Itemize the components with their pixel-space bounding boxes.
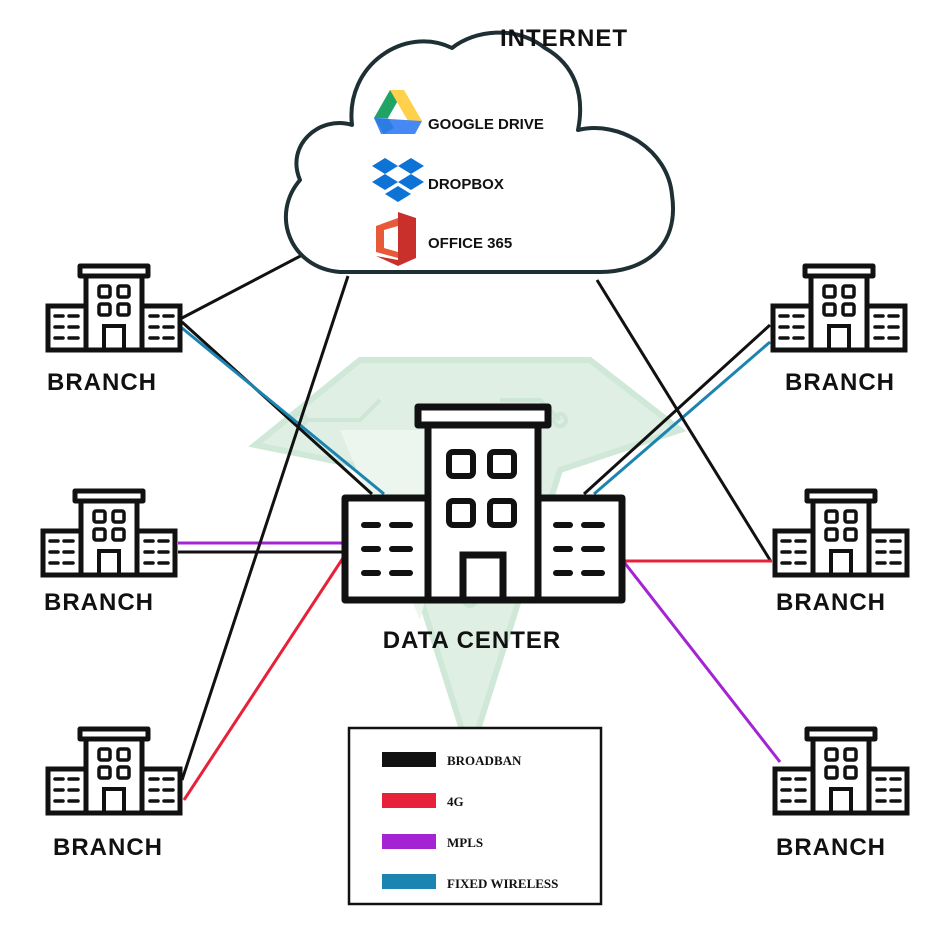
branch-label: BRANCH [44, 589, 154, 616]
legend-label-broadband: BROADBAN [447, 753, 522, 768]
legend-label-4g: 4G [447, 794, 464, 809]
internet-cloud: INTERNET GOOGLE DRIVE DROPBOX OFFICE 365 [283, 25, 676, 274]
dropbox-icon [372, 158, 424, 202]
cloud-icon [283, 30, 676, 274]
service-label-dropbox: DROPBOX [428, 176, 504, 193]
legend-swatch-mpls [382, 834, 436, 849]
legend-swatch-fixed-wireless [382, 874, 436, 889]
building-icon [341, 403, 626, 604]
branch-label: BRANCH [785, 369, 895, 396]
connection-lines [178, 250, 782, 801]
branch-label: BRANCH [53, 834, 163, 861]
branch-top-left: BRANCH [47, 266, 180, 396]
branch-bottom-left: BRANCH [48, 729, 180, 861]
link-wireless-tl-dc [181, 326, 385, 496]
data-center: DATA CENTER [341, 403, 626, 654]
building-icon [775, 729, 907, 813]
building-icon [48, 266, 180, 350]
legend-swatch-4g [382, 793, 436, 808]
service-label-google-drive: GOOGLE DRIVE [428, 116, 544, 133]
branch-top-right: BRANCH [773, 266, 905, 396]
internet-title: INTERNET [500, 25, 628, 52]
legend-label-fixed-wireless: FIXED WIRELESS [447, 876, 558, 891]
branch-label: BRANCH [47, 369, 157, 396]
legend-label-mpls: MPLS [447, 835, 483, 850]
branch-label: BRANCH [776, 834, 886, 861]
link-broadband-internet-mr [595, 279, 772, 561]
link-4g-bl-dc [182, 554, 347, 801]
building-icon [773, 266, 905, 350]
branch-label: BRANCH [776, 589, 886, 616]
building-icon [43, 491, 175, 575]
link-broadband-tl-internet [181, 250, 309, 320]
branch-middle-right: BRANCH [775, 491, 907, 616]
legend: BROADBAN 4G MPLS FIXED WIRELESS [347, 726, 603, 906]
link-mpls-br-dc [622, 561, 782, 763]
building-icon [48, 729, 180, 813]
legend-swatch-broadband [382, 752, 436, 767]
service-label-office-365: OFFICE 365 [428, 235, 512, 252]
google-drive-icon [374, 90, 422, 134]
office-365-icon [376, 212, 416, 266]
building-icon [775, 491, 907, 575]
branch-bottom-right: BRANCH [775, 729, 907, 861]
branch-middle-left: BRANCH [43, 491, 175, 616]
data-center-label: DATA CENTER [383, 627, 562, 654]
link-broadband-bl-internet [180, 275, 350, 781]
